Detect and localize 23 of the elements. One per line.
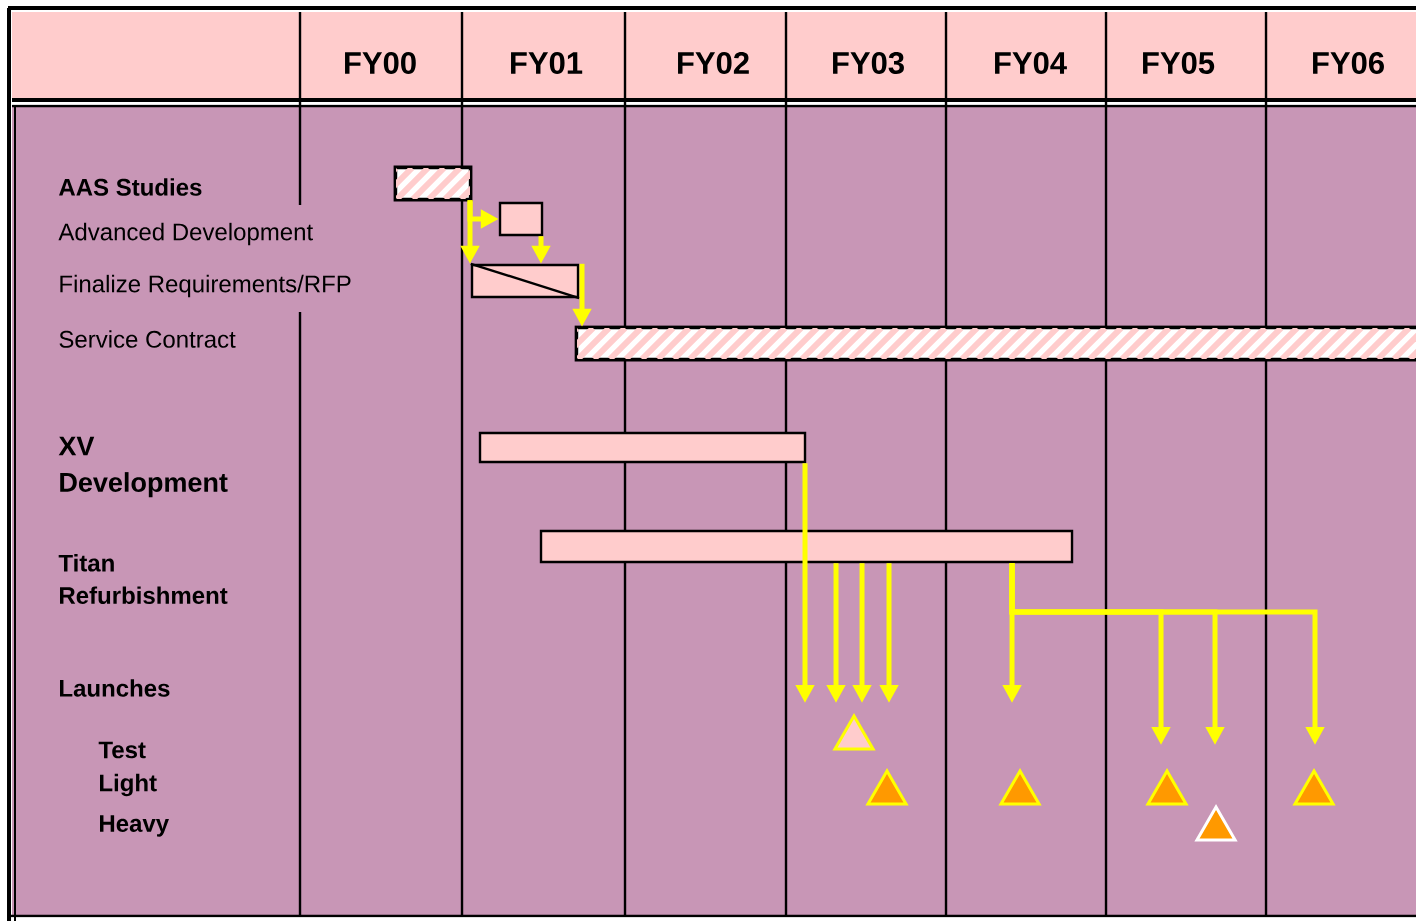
column-header: FY04 bbox=[995, 52, 1067, 74]
category-label: XV Development bbox=[58, 436, 228, 498]
timeline-bar bbox=[498, 201, 544, 237]
column-header: FY05 bbox=[1143, 52, 1215, 74]
category-label: Light bbox=[100, 773, 157, 797]
category-label: Launches bbox=[60, 679, 170, 697]
category-label: AAS Studies bbox=[59, 178, 202, 196]
hatched-bar bbox=[393, 165, 473, 202]
task-label: Service Contract bbox=[59, 330, 236, 348]
category-label: Titan Refurbishment bbox=[58, 554, 228, 604]
task-label: Finalize Requirements/RFP bbox=[60, 274, 351, 298]
column-header: FY00 bbox=[345, 52, 416, 74]
category-label: Test bbox=[98, 741, 146, 759]
split-bar bbox=[470, 262, 580, 300]
column-header: FY06 bbox=[1313, 52, 1384, 74]
timeline-bar bbox=[539, 529, 1074, 564]
column-header: FY02 bbox=[678, 52, 749, 74]
timeline-bar bbox=[478, 431, 807, 464]
hatched-bar bbox=[574, 325, 1416, 362]
category-label: Heavy bbox=[100, 815, 169, 837]
column-header: FY03 bbox=[833, 52, 904, 74]
column-header: FY01 bbox=[511, 52, 583, 74]
task-label: Advanced Development bbox=[58, 222, 313, 246]
